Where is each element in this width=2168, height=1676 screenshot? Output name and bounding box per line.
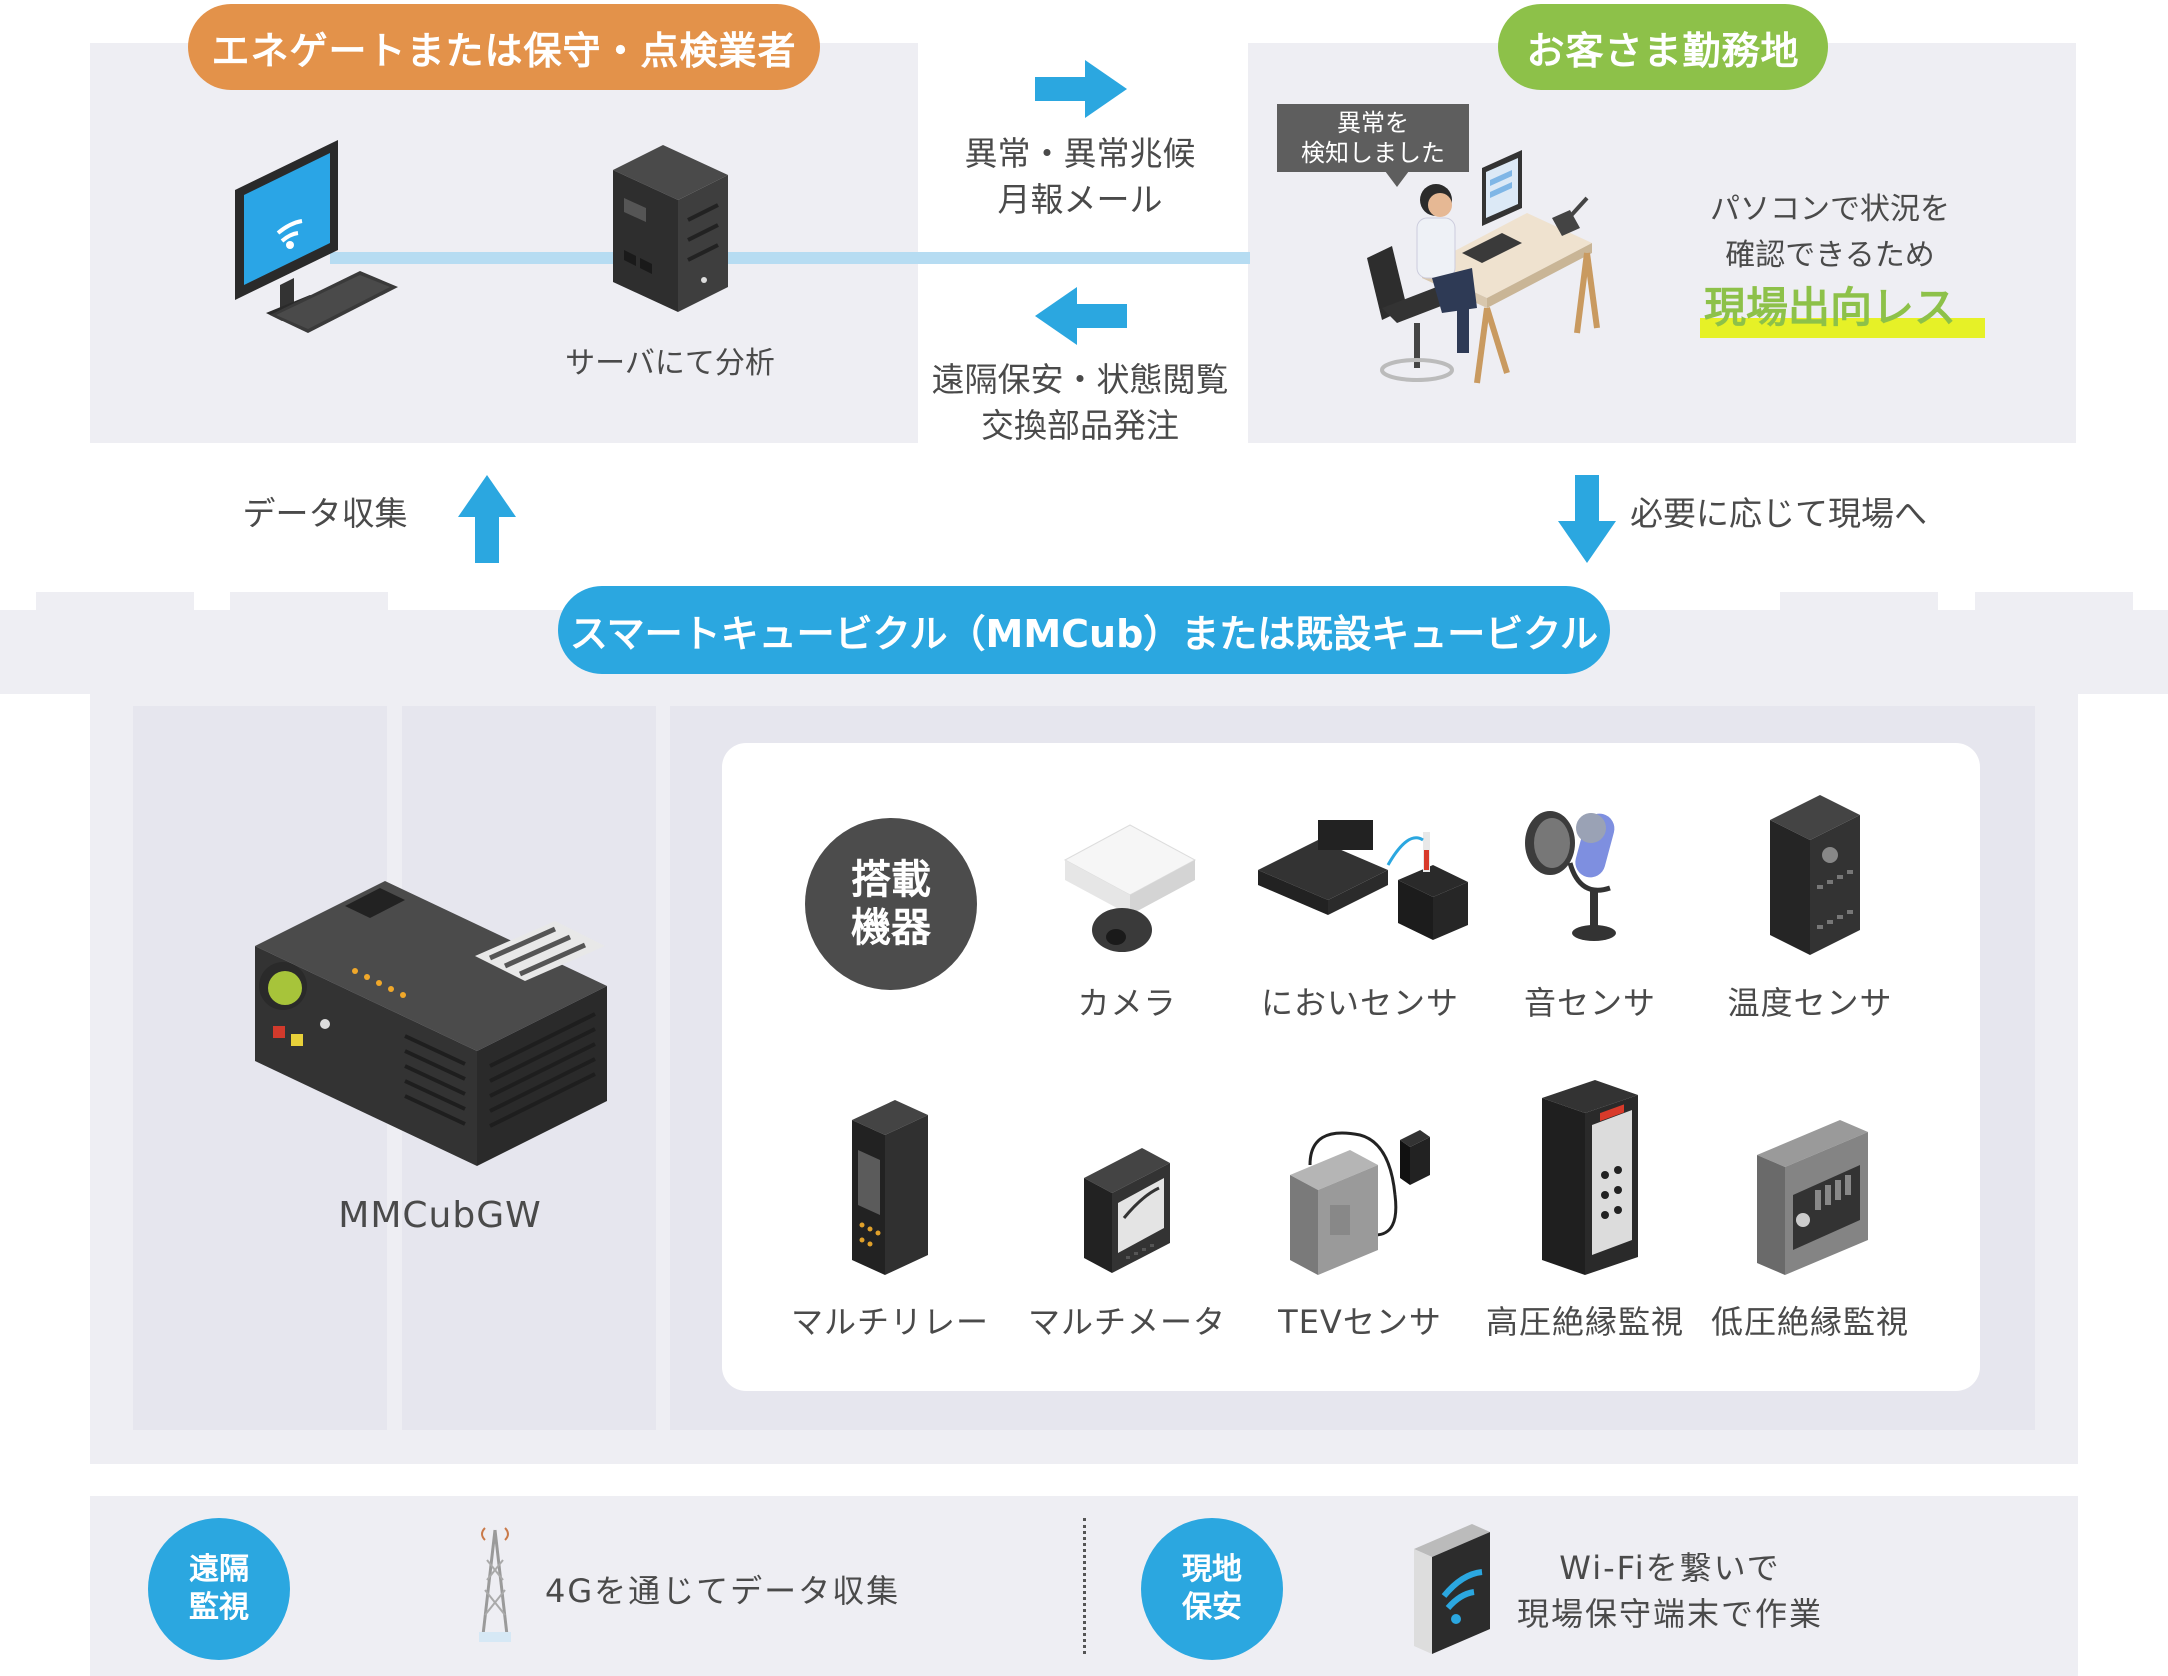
arrow-down-icon: [1558, 475, 1616, 563]
device-label-multi-meter: マルチメータ: [1027, 1303, 1226, 1341]
alert-bubble-tail: [1385, 171, 1409, 187]
to-customer-text-2: 月報メール: [997, 180, 1163, 219]
customer-desc-2: 確認できるため: [1725, 238, 1935, 273]
arrow-right-icon: [1035, 60, 1127, 118]
roof-tab-2: [230, 592, 388, 612]
arrow-left-icon: [1035, 287, 1127, 345]
remote-monitoring-badge: 遠隔 監視: [148, 1518, 290, 1660]
camera-icon: [1063, 824, 1197, 952]
device-label-temperature-sensor: 温度センサ: [1727, 984, 1893, 1022]
odor-sensor-icon: [1258, 820, 1468, 940]
low-voltage-insulation-monitor-icon: [1757, 1120, 1868, 1275]
remote-badge-line1: 遠隔: [189, 1552, 249, 1587]
highlight-bar: [1700, 318, 1985, 338]
cubicle-title-pill: スマートキュービクル（MMCub）または既設キュービクル: [558, 586, 1610, 674]
customer-desc-1: パソコンで状況を: [1710, 192, 1950, 227]
equipment-badge-line2: 機器: [851, 905, 931, 951]
bottom-divider: [1083, 1518, 1086, 1654]
alert-bubble-line1: 異常を: [1337, 109, 1409, 137]
tev-sensor-icon: [1290, 1130, 1430, 1275]
high-voltage-insulation-monitor-icon: [1542, 1080, 1638, 1275]
cell-tower-icon: [479, 1527, 511, 1642]
to-site-label: 必要に応じて現場へ: [1630, 494, 1927, 533]
onsite-maintenance-badge: 現地 保安: [1141, 1518, 1283, 1660]
data-collect-label: データ収集: [242, 494, 408, 533]
alert-bubble: 異常を 検知しました: [1277, 104, 1469, 172]
remote-badge-line2: 監視: [189, 1590, 249, 1625]
customer-highlight: 現場出向レス: [1703, 283, 1956, 332]
arrow-up-icon: [458, 475, 516, 563]
roof-tab-1: [36, 592, 194, 612]
device-label-low-voltage-insulation: 低圧絶縁監視: [1710, 1303, 1909, 1341]
onsite-badge-line2: 保安: [1182, 1590, 1242, 1625]
multi-relay-icon: [852, 1100, 928, 1275]
provider-panel: [90, 43, 918, 443]
provider-title-pill: エネゲートまたは保守・点検業者: [188, 4, 820, 90]
alert-bubble-line2: 検知しました: [1301, 139, 1445, 167]
device-label-odor-sensor: においセンサ: [1260, 984, 1459, 1022]
roof-tab-4: [1975, 592, 2133, 612]
equipment-badge-line1: 搭載: [851, 857, 931, 903]
remote-monitoring-desc: 4Gを通じてデータ収集: [545, 1572, 901, 1610]
mmcubgw-label: MMCubGW: [338, 1195, 542, 1236]
multi-meter-icon: [1084, 1148, 1170, 1273]
to-customer-text-1: 異常・異常兆候: [964, 134, 1196, 173]
server-tower-icon: [613, 145, 728, 312]
tablet-wifi-icon: [1414, 1524, 1490, 1654]
device-label-sound-sensor: 音センサ: [1523, 984, 1656, 1022]
onsite-badge-line1: 現地: [1182, 1552, 1242, 1587]
onsite-desc-1: Wi-Fiを繋いで: [1559, 1549, 1781, 1587]
customer-title-pill: お客さま勤務地: [1498, 4, 1828, 90]
onsite-desc-2: 現場保守端末で作業: [1516, 1595, 1823, 1633]
sound-sensor-icon: [1525, 811, 1616, 941]
equipment-badge: 搭載 機器: [805, 818, 977, 990]
device-label-camera: カメラ: [1077, 984, 1177, 1022]
pc-monitor-icon: [235, 140, 398, 333]
server-label: サーバにて分析: [565, 346, 775, 381]
office-worker-icon: [1367, 150, 1600, 384]
device-label-tev-sensor: TEVセンサ: [1278, 1303, 1442, 1341]
device-label-high-voltage-insulation: 高圧絶縁監視: [1485, 1303, 1684, 1341]
device-label-multi-relay: マルチリレー: [790, 1303, 989, 1341]
roof-tab-3: [1780, 592, 1938, 612]
mmcubgw-device-icon: [255, 881, 607, 1166]
temperature-sensor-icon: [1770, 795, 1860, 955]
to-provider-text-2: 交換部品発注: [981, 406, 1179, 445]
to-provider-text-1: 遠隔保安・状態閲覧: [931, 360, 1229, 399]
network-line: [330, 252, 1250, 264]
